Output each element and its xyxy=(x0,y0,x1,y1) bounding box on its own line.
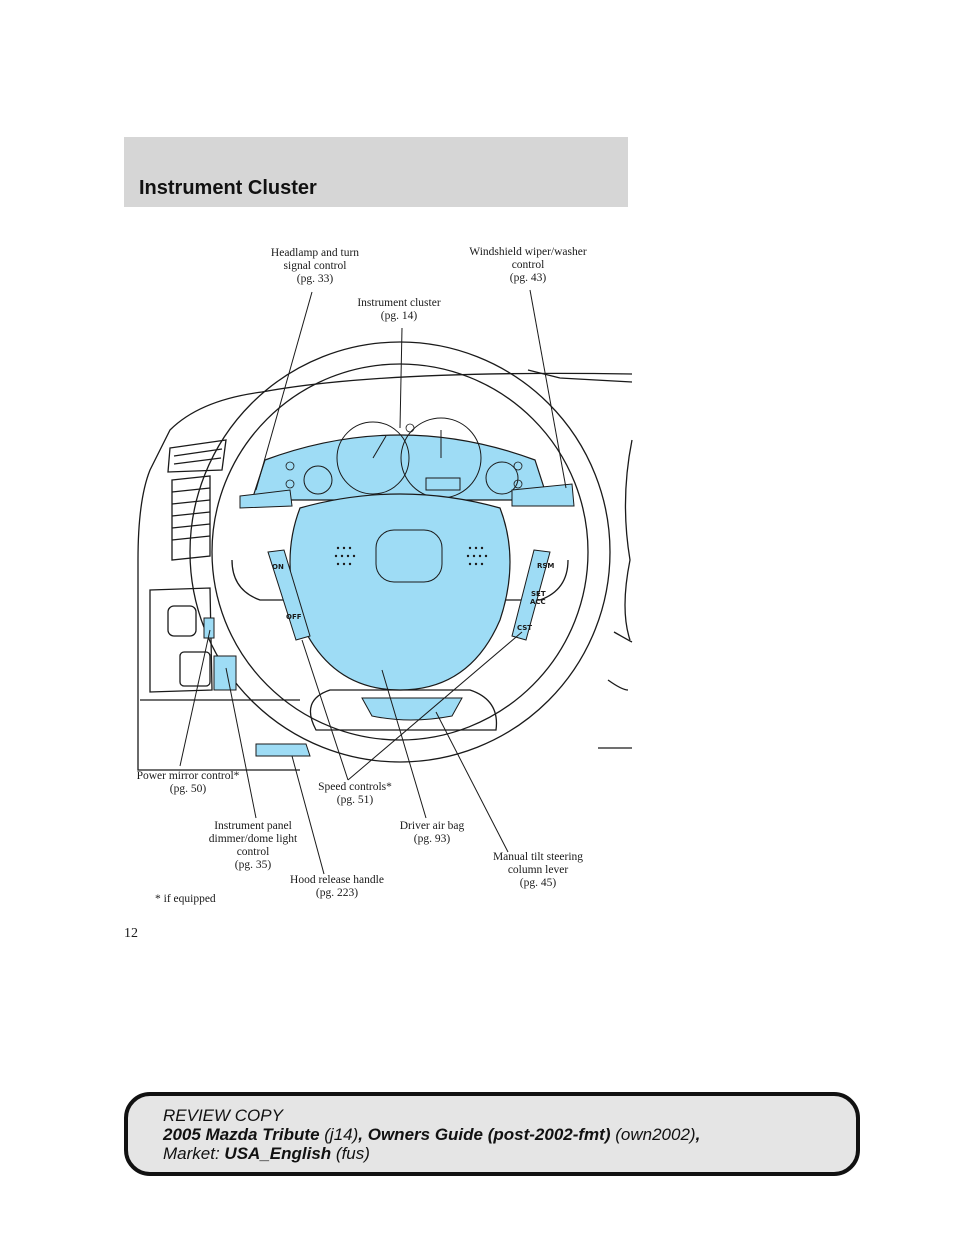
callout-speed-controls: Speed controls* (pg. 51) xyxy=(318,781,392,806)
switch-label-off: OFF xyxy=(286,613,302,621)
callout-wiper: Windshield wiper/washer control (pg. 43) xyxy=(469,246,587,284)
vehicle-code: (j14) xyxy=(324,1125,359,1144)
callout-hood-release: Hood release handle (pg. 223) xyxy=(290,874,384,899)
section-header-band: Instrument Cluster xyxy=(124,137,628,207)
market-code: (fus) xyxy=(335,1144,370,1163)
review-copy-text: REVIEW COPY 2005 Mazda Tribute (j14), Ow… xyxy=(163,1106,701,1163)
review-copy-box: REVIEW COPY 2005 Mazda Tribute (j14), Ow… xyxy=(124,1092,860,1176)
market-value: USA_English xyxy=(224,1144,332,1163)
callout-driver-air-bag: Driver air bag (pg. 93) xyxy=(399,820,465,845)
switch-label-acc: ACC xyxy=(530,598,546,606)
guide-name: Owners Guide (post-2002-fmt) xyxy=(367,1125,611,1144)
callout-dimmer: Instrument panel dimmer/dome light contr… xyxy=(208,820,298,871)
guide-code: (own2002) xyxy=(615,1125,696,1144)
callout-power-mirror: Power mirror control* (pg. 50) xyxy=(136,770,240,795)
switch-label-on: ON xyxy=(272,563,284,571)
market-label: Market: xyxy=(163,1144,220,1163)
callout-headlamp: Headlamp and turn signal control (pg. 33… xyxy=(270,247,360,285)
switch-label-set: SET xyxy=(531,590,546,598)
switch-label-rsm: RSM xyxy=(537,562,554,570)
page-number: 12 xyxy=(124,926,138,941)
section-title: Instrument Cluster xyxy=(139,177,317,199)
review-copy-label: REVIEW COPY xyxy=(163,1106,283,1125)
footnote: * if equipped xyxy=(155,893,216,905)
callout-instrument-cluster: Instrument cluster (pg. 14) xyxy=(357,297,441,322)
callout-tilt-lever: Manual tilt steering column lever (pg. 4… xyxy=(492,851,584,889)
switch-label-cst: CST xyxy=(517,624,532,632)
vehicle-name: 2005 Mazda Tribute xyxy=(163,1125,320,1144)
